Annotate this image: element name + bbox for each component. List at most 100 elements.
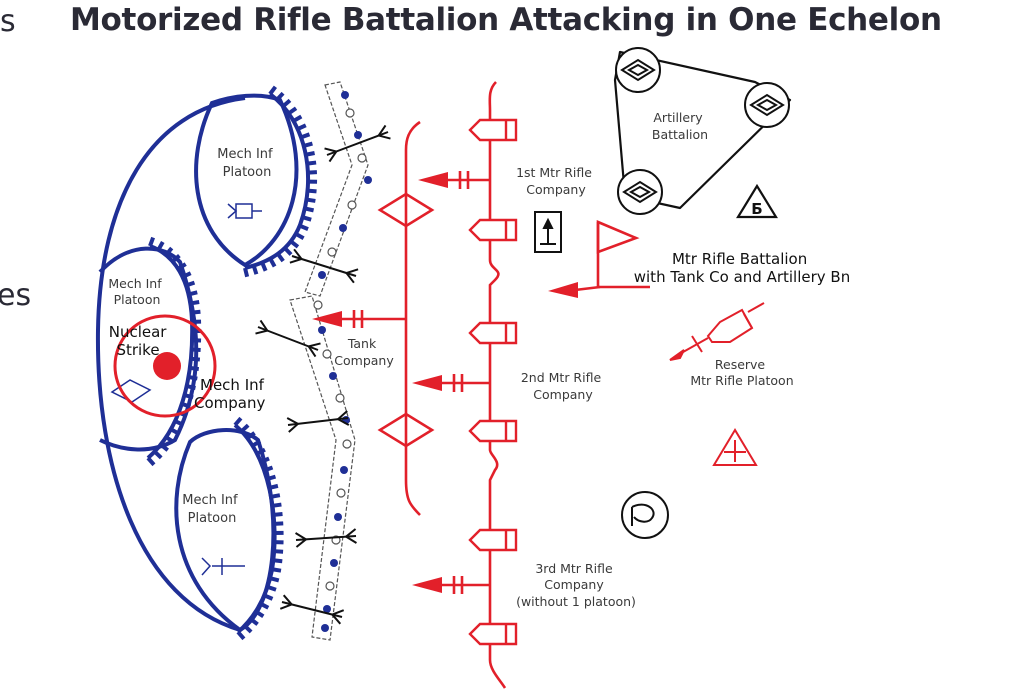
trench-tick (259, 601, 270, 610)
attacking-forces (404, 81, 507, 689)
trench-tick (181, 271, 192, 279)
artillery-gun (617, 169, 663, 215)
mine-filled (323, 605, 331, 613)
trench-tick (189, 300, 200, 306)
minefield-strip-lower (289, 295, 356, 641)
trench-tick (243, 267, 250, 278)
trench-tick (190, 356, 201, 362)
edge-text-fragment-top: s (0, 4, 16, 39)
trench-tick (183, 393, 194, 400)
arrow-head (418, 172, 448, 188)
trench-tick (243, 624, 253, 634)
trench-tick (177, 262, 187, 271)
supply-point-label: Б (751, 200, 762, 218)
gun-diamond (749, 93, 785, 117)
ifv-symbols (468, 118, 518, 646)
gun-diamond-inner (628, 185, 652, 199)
trench-tick (188, 290, 198, 297)
trench-tick (263, 465, 274, 473)
trench-tick (186, 384, 196, 390)
gun-diamond-inner (626, 63, 650, 77)
nuclear-strike-radius (113, 314, 217, 418)
trench-tick (260, 261, 268, 272)
trench-tick (191, 347, 201, 353)
trench-tick (164, 435, 175, 444)
mine-filled (340, 466, 348, 474)
trench-tick (148, 236, 155, 247)
trench-tick (289, 239, 300, 249)
mine-filled (318, 326, 326, 334)
wire-obstacle (289, 248, 359, 284)
wire-fork (324, 147, 338, 163)
attack-arrow (312, 310, 406, 328)
platoon-symbol-top (227, 203, 262, 219)
medical-point-icon (712, 428, 758, 466)
trench-tick (268, 85, 278, 96)
mine-open (357, 153, 367, 163)
wire-fork (344, 528, 357, 544)
trench-tick (185, 280, 196, 288)
mine-open (327, 247, 337, 257)
trench-tick (156, 241, 165, 251)
ifv-symbol (468, 528, 518, 552)
ifv-symbol (468, 419, 518, 443)
trench-tick (268, 257, 277, 268)
gun-circle (744, 82, 790, 128)
wire-obstacle (324, 124, 391, 163)
trench-tick (254, 609, 265, 618)
mech-inf-platoon-top-label: Mech Inf Platoon (217, 147, 277, 180)
trench-tick (266, 474, 277, 482)
battalion-hq-flag (596, 220, 650, 289)
trench-tick (292, 114, 303, 123)
wire-obstacles (255, 124, 391, 625)
mech-inf-platoon-top-outline (194, 93, 299, 268)
wire-obstacle (286, 410, 350, 433)
diagram-title: Motorized Rifle Battalion Attacking in O… (70, 2, 942, 38)
wire-fork (295, 532, 308, 548)
mines (313, 91, 372, 632)
mine-open (335, 393, 345, 403)
mine-filled (364, 176, 372, 184)
wire-fork (377, 124, 391, 140)
rifle-company-line (488, 81, 507, 689)
trench-ticks (146, 85, 318, 641)
trench-tick (301, 215, 312, 222)
ifv-symbol (468, 118, 518, 142)
wire-fork (330, 609, 345, 625)
trench-tick (246, 431, 256, 440)
nuclear-strike-icon (153, 352, 181, 380)
mine-filled (329, 372, 337, 380)
trench-tick (271, 567, 282, 573)
artillery-gun-positions (615, 47, 790, 215)
trench-tick (249, 617, 259, 626)
trench-tick (268, 483, 279, 490)
trench-line (146, 244, 195, 460)
wire-fork (344, 268, 359, 284)
artillery-battalion-label: Artillery Battalion (652, 110, 708, 142)
trench-line (233, 423, 277, 634)
wire-fork (289, 248, 304, 264)
trench-tick (153, 450, 163, 460)
gun-circle (617, 169, 663, 215)
mine-filled (339, 224, 347, 232)
text-labels: Mech Inf Platoon Mech Inf Platoon Nuclea… (108, 110, 850, 609)
trench-tick (259, 456, 270, 464)
trench-tick (273, 558, 283, 564)
trench-tick (305, 151, 315, 157)
attack-arrows (312, 171, 490, 594)
wire-obstacle (295, 528, 357, 548)
platoon-symbol-bottom (201, 557, 245, 576)
trench-tick (181, 401, 192, 409)
trench-tick (256, 447, 266, 456)
battalion-label: Mtr Rifle Battalion with Tank Co and Art… (634, 250, 850, 286)
command-post-icon (621, 491, 669, 539)
trench-tick (303, 141, 313, 148)
wire-fork (307, 342, 321, 358)
trench-tick (300, 132, 311, 140)
trench-tick (269, 576, 280, 583)
battalion-axis-arrow (548, 282, 601, 298)
reserve-platoon-symbol (669, 302, 765, 361)
tank-company-line (404, 120, 421, 516)
third-company-label: 3rd Mtr Rifle Company (without 1 platoon… (516, 561, 636, 609)
